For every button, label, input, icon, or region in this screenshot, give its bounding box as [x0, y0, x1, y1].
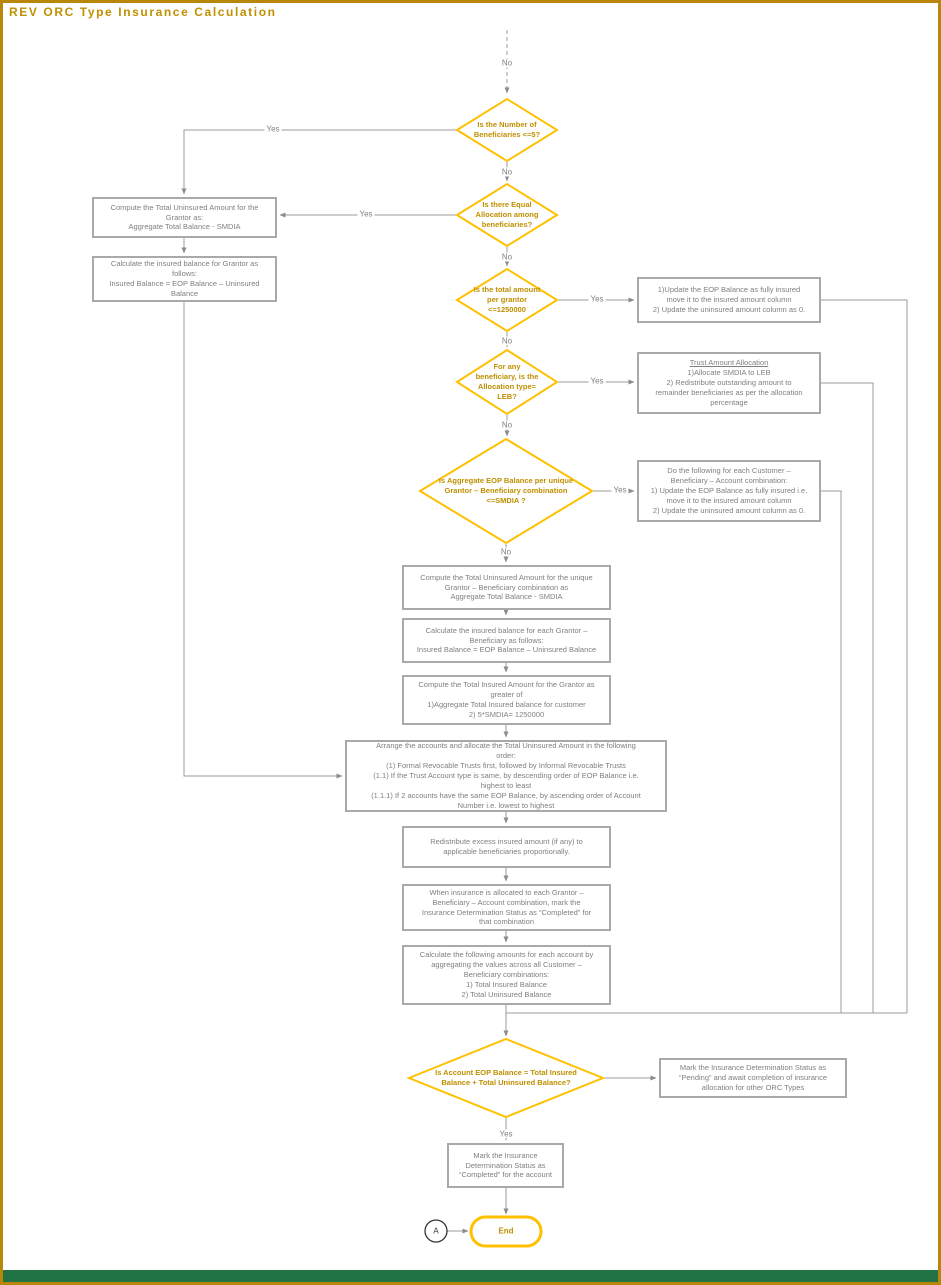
edge-d1-yes	[181, 129, 457, 195]
edge-label-d4-no: No	[499, 420, 515, 430]
bottom-green-bar	[3, 1270, 938, 1282]
offpage-connector-a-shape	[424, 1219, 448, 1243]
decision-equal-allocation: Is there Equal Allocation among benefici…	[475, 199, 539, 230]
process-mark-account-completed: Mark the Insurance Determination Status …	[447, 1143, 564, 1188]
trust-amount-allocation-title: Trust Amount Allocation	[689, 358, 769, 368]
decision-total-amount: Is the total amount per grantor <=125000…	[473, 284, 541, 315]
edge-label-d1-yes: Yes	[264, 124, 282, 134]
process-mark-combination-completed: When insurance is allocated to each Gran…	[402, 884, 611, 931]
decision-beneficiaries-count: Is the Number of Beneficiaries <=5?	[473, 119, 541, 139]
edge-r1-merge	[821, 299, 908, 1013]
process-calc-grantor-insured: Calculate the insured balance for Granto…	[92, 256, 277, 302]
decision-allocation-type-leb: For any beneficiary, is the Allocation t…	[475, 361, 539, 402]
edge-label-d6-yes: Yes	[497, 1129, 515, 1139]
decision-aggregate-eop-smdia-shape	[418, 437, 594, 545]
decision-total-amount-shape	[455, 267, 559, 333]
process-customer-beneficiary-update: Do the following for each Customer – Ben…	[637, 460, 821, 522]
decision-aggregate-eop-smdia: Is Aggregate EOP Balance per unique Gran…	[438, 475, 574, 506]
process-compute-unique-uninsured: Compute the Total Uninsured Amount for t…	[402, 565, 611, 610]
process-compute-grantor-uninsured: Compute the Total Uninsured Amount for t…	[92, 197, 277, 238]
trust-amount-allocation-body: 1)Allocate SMDIA to LEB 2) Redistribute …	[655, 368, 803, 407]
end-terminator-label: End	[498, 1226, 514, 1236]
decision-equal-allocation-shape	[455, 182, 559, 248]
edge-label-d3-yes: Yes	[588, 294, 606, 304]
process-arrange-accounts: Arrange the accounts and allocate the To…	[345, 740, 667, 812]
process-calc-insured-each-grantor: Calculate the insured balance for each G…	[402, 618, 611, 663]
edge-r2-merge	[821, 382, 874, 1013]
process-trust-amount-allocation: Trust Amount Allocation 1)Allocate SMDIA…	[637, 352, 821, 414]
decision-account-eop-balance: Is Account EOP Balance = Total Insured B…	[435, 1067, 577, 1087]
process-mark-status-pending: Mark the Insurance Determination Status …	[659, 1058, 847, 1098]
process-update-eop-fully-insured: 1)Update the EOP Balance as fully insure…	[637, 277, 821, 323]
edge-l2-m4	[183, 302, 343, 779]
decision-allocation-type-leb-shape	[455, 348, 559, 416]
edge-label-start-no: No	[499, 58, 515, 68]
process-calculate-account-amounts: Calculate the following amounts for each…	[402, 945, 611, 1005]
process-compute-total-insured: Compute the Total Insured Amount for the…	[402, 675, 611, 725]
decision-account-eop-balance-shape	[406, 1037, 606, 1119]
edge-label-d2-yes: Yes	[357, 209, 375, 219]
process-redistribute-excess: Redistribute excess insured amount (if a…	[402, 826, 611, 868]
edge-label-d1-no: No	[499, 167, 515, 177]
offpage-connector-a-label: A	[433, 1226, 439, 1236]
page-title: REV ORC Type Insurance Calculation	[9, 5, 277, 19]
edge-label-d5-no: No	[498, 547, 514, 557]
edge-label-d4-yes: Yes	[588, 376, 606, 386]
edge-r3-merge	[821, 490, 842, 1013]
edge-label-d2-no: No	[499, 252, 515, 262]
edge-label-d3-no: No	[499, 336, 515, 346]
end-terminator-shape	[469, 1215, 543, 1248]
edge-label-d5-yes: Yes	[611, 485, 629, 495]
decision-beneficiaries-count-shape	[455, 97, 559, 163]
